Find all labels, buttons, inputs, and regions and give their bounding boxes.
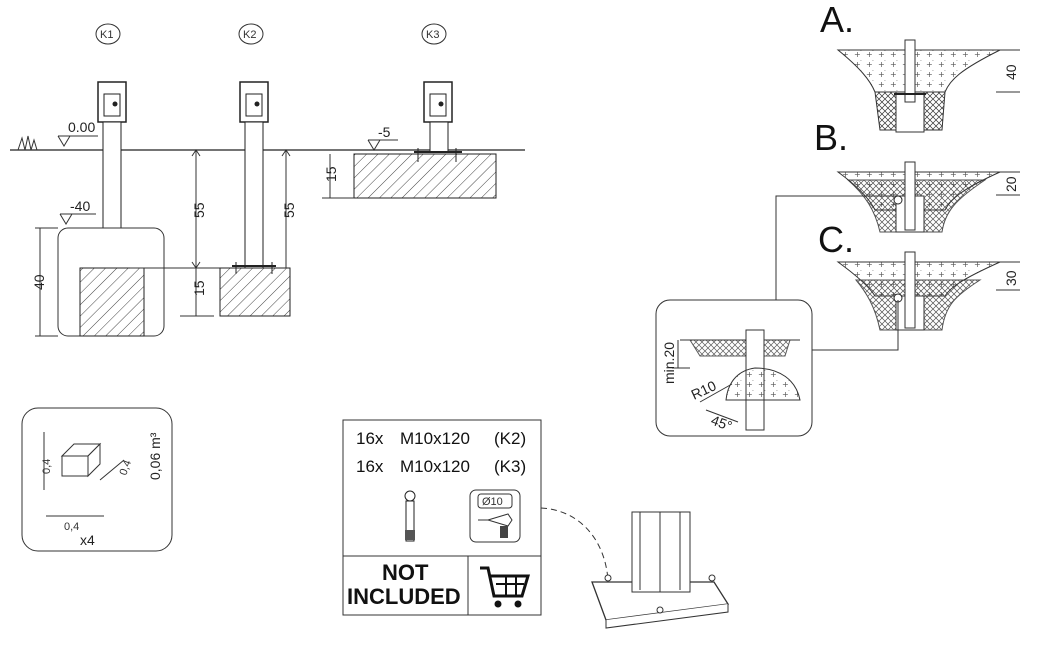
drill-size-label: Ø10	[482, 496, 503, 508]
post-k1: -40 40	[31, 81, 165, 337]
variant-b: B. 20	[814, 117, 1020, 233]
svg-text:(K2): (K2)	[494, 429, 526, 448]
svg-text:M10x120: M10x120	[400, 457, 470, 476]
svg-text:A.: A.	[820, 0, 854, 40]
svg-text:K1: K1	[100, 29, 113, 41]
svg-text:30: 30	[1003, 270, 1019, 286]
base-plate-illustration	[591, 511, 730, 629]
svg-text:B.: B.	[814, 117, 848, 158]
svg-text:55: 55	[281, 202, 297, 218]
svg-text:K2: K2	[243, 29, 256, 41]
detail-panel: min.20 R10 45°	[655, 299, 813, 437]
dimension-55-b: 55	[281, 149, 297, 268]
detail-min-label: min.20	[661, 342, 677, 384]
post-label-k2: K2	[238, 23, 264, 45]
svg-text:(K3): (K3)	[494, 457, 526, 476]
k3-depth-label: -5	[378, 124, 391, 140]
concrete-block-panel: 0,4 0,4 0,4 0,06 m³ x4	[21, 407, 173, 552]
svg-text:15: 15	[323, 166, 339, 182]
block-width: 0,4	[64, 521, 79, 533]
connector-c	[812, 300, 899, 351]
block-depth: 0,4	[118, 459, 135, 477]
connector-b	[775, 195, 898, 300]
connector-line	[540, 507, 609, 581]
k1-dim-40: 40	[31, 274, 47, 290]
parts-panel: 16x M10x120 (K2) 16x M10x120 (K3) Ø10 NO…	[342, 419, 542, 616]
svg-text:20: 20	[1003, 176, 1019, 192]
block-count: x4	[80, 532, 95, 548]
detail-angle-label: 45°	[709, 412, 734, 434]
variant-a: A. 40	[820, 0, 1020, 133]
ground-level-label: 0.00	[68, 119, 95, 135]
dimension-55-a: 55	[191, 149, 207, 269]
drill-icon: Ø10	[469, 489, 521, 543]
svg-text:55: 55	[191, 202, 207, 218]
not-included-line1: NOT	[382, 560, 429, 585]
svg-text:M10x120: M10x120	[400, 429, 470, 448]
block-volume: 0,06 m³	[147, 432, 163, 480]
variant-c: C. 30	[818, 219, 1020, 331]
post-label-k1: K1	[95, 23, 121, 45]
post-k3: -5 15	[322, 81, 497, 199]
svg-text:C.: C.	[818, 219, 854, 260]
shopping-cart-icon	[480, 566, 531, 608]
dimension-15-a: 15	[180, 268, 214, 317]
ground-level-marker: 0.00	[57, 119, 98, 147]
post-label-k3: K3	[421, 23, 447, 45]
svg-text:40: 40	[1003, 64, 1019, 80]
svg-text:15: 15	[191, 280, 207, 296]
block-height: 0,4	[41, 459, 53, 474]
k1-depth-label: -40	[70, 198, 90, 214]
svg-text:16x: 16x	[356, 457, 384, 476]
svg-text:16x: 16x	[356, 429, 384, 448]
svg-text:K3: K3	[426, 29, 439, 41]
bolt-icon	[404, 490, 416, 542]
post-k2	[219, 81, 291, 317]
not-included-line2: INCLUDED	[347, 584, 461, 609]
